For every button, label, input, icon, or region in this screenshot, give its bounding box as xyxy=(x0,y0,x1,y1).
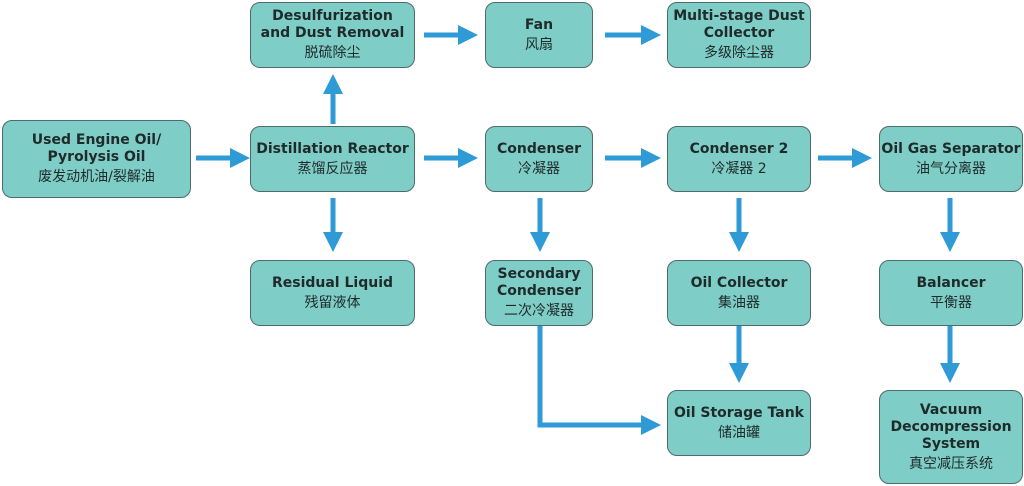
node-dust-collector-zh-label: 多级除尘器 xyxy=(704,45,774,61)
node-condenser2-zh-label: 冷凝器 2 xyxy=(711,160,767,177)
node-vacuum-system: Vacuum Decompression System 真空减压系统 xyxy=(879,390,1023,484)
node-residual-liquid: Residual Liquid 残留液体 xyxy=(250,260,415,326)
arrow-secondary-condenser-to-storage-tank xyxy=(537,326,661,435)
node-used-oil-zh-label: 废发动机油/裂解油 xyxy=(38,169,155,185)
node-dust-collector-en-label: Multi-stage Dust Collector xyxy=(673,8,805,41)
node-vacuum-system-zh-label: 真空减压系统 xyxy=(909,455,993,472)
node-balancer-en-label: Balancer xyxy=(916,274,986,291)
node-oil-gas-separator-zh-label: 油气分离器 xyxy=(916,160,986,177)
node-desulfurization-en-label: Desulfurization and Dust Removal xyxy=(260,8,405,41)
node-fan: Fan 风扇 xyxy=(485,2,593,68)
node-balancer-zh-label: 平衡器 xyxy=(930,294,972,311)
node-oil-storage-tank-en-label: Oil Storage Tank xyxy=(674,404,804,421)
node-secondary-condenser-en-label: Secondary Condenser xyxy=(496,266,582,299)
node-condenser-zh-label: 冷凝器 xyxy=(518,160,560,177)
node-oil-collector-en-label: Oil Collector xyxy=(690,274,788,291)
node-condenser2: Condenser 2 冷凝器 2 xyxy=(667,126,811,192)
node-dust-collector: Multi-stage Dust Collector 多级除尘器 xyxy=(667,2,811,68)
node-condenser2-en-label: Condenser 2 xyxy=(689,140,789,157)
node-desulfurization-zh-label: 脱硫除尘 xyxy=(304,45,361,61)
node-balancer: Balancer 平衡器 xyxy=(879,260,1023,326)
node-used-oil-en-label: Used Engine Oil/ Pyrolysis Oil xyxy=(31,132,162,165)
node-distillation-reactor-zh-label: 蒸馏反应器 xyxy=(297,160,368,177)
node-used-oil: Used Engine Oil/ Pyrolysis Oil 废发动机油/裂解油 xyxy=(2,120,191,198)
node-oil-storage-tank-zh-label: 储油罐 xyxy=(718,424,760,441)
node-fan-en-label: Fan xyxy=(524,16,554,33)
node-residual-liquid-en-label: Residual Liquid xyxy=(271,274,394,291)
node-distillation-reactor: Distillation Reactor 蒸馏反应器 xyxy=(250,126,415,192)
node-condenser: Condenser 冷凝器 xyxy=(485,126,593,192)
node-distillation-reactor-en-label: Distillation Reactor xyxy=(256,140,409,157)
node-desulfurization: Desulfurization and Dust Removal 脱硫除尘 xyxy=(250,2,415,68)
node-oil-collector-zh-label: 集油器 xyxy=(718,294,760,311)
node-secondary-condenser: Secondary Condenser 二次冷凝器 xyxy=(485,260,593,326)
node-oil-storage-tank: Oil Storage Tank 储油罐 xyxy=(667,390,811,456)
node-secondary-condenser-zh-label: 二次冷凝器 xyxy=(504,303,574,319)
node-vacuum-system-en-label: Vacuum Decompression System xyxy=(890,401,1012,452)
node-oil-gas-separator-en-label: Oil Gas Separator xyxy=(881,140,1021,157)
node-residual-liquid-zh-label: 残留液体 xyxy=(304,294,361,311)
node-oil-collector: Oil Collector 集油器 xyxy=(667,260,811,326)
node-condenser-en-label: Condenser xyxy=(496,140,582,157)
node-fan-zh-label: 风扇 xyxy=(525,36,553,53)
node-oil-gas-separator: Oil Gas Separator 油气分离器 xyxy=(879,126,1023,192)
